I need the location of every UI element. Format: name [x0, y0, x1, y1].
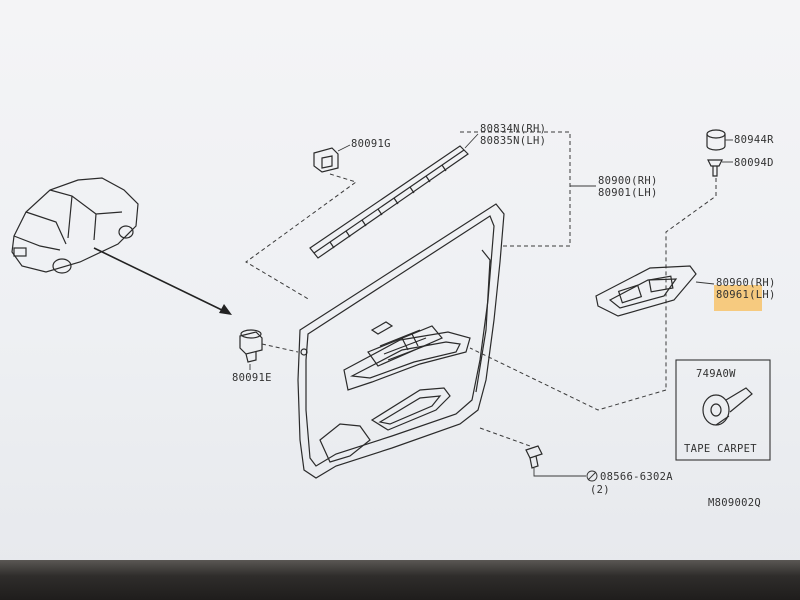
part-label-80834n: 80834N(RH) — [480, 123, 546, 135]
part-label-80961: 80961(LH) — [716, 289, 776, 301]
cap-80944r-icon — [706, 129, 726, 151]
clip-80094d-icon — [707, 159, 723, 177]
pointer-arrow-icon — [93, 247, 232, 315]
parts-diagram: 80091G 80834N(RH) 80835N(LH) 80944R 8009… — [11, 123, 776, 509]
drawing-code: M809002Q — [708, 497, 761, 509]
tape-carpet-inset — [675, 359, 771, 461]
monitor-bezel — [0, 560, 800, 600]
inset-caption: TAPE CARPET — [684, 443, 757, 455]
highlight-marker — [714, 285, 762, 311]
tape-roll-icon — [702, 387, 753, 426]
part-label-80094d: 80094D — [734, 157, 774, 169]
screw-icon — [525, 445, 543, 469]
door-trim-panel-icon — [297, 203, 505, 479]
inset-part-number: 749A0W — [696, 368, 736, 380]
replace-symbol-icon — [586, 470, 598, 482]
clip-80091e-icon — [239, 329, 263, 363]
part-label-80835n: 80835N(LH) — [480, 135, 546, 147]
vehicle-sketch-icon — [11, 177, 139, 274]
part-label-08566-6302a: 08566-6302A — [600, 471, 673, 483]
switch-finisher-icon — [595, 265, 697, 317]
part-label-80091e: 80091E — [232, 372, 272, 384]
part-label-80091g: 80091G — [351, 138, 391, 150]
part-label-80960: 80960(RH) — [716, 277, 776, 289]
part-quantity: (2) — [590, 484, 610, 496]
clip-80091g-icon — [313, 147, 339, 173]
belt-molding-icon — [309, 145, 469, 259]
part-label-80944r: 80944R — [734, 134, 774, 146]
part-label-80900: 80900(RH) — [598, 175, 658, 187]
part-label-80901: 80901(LH) — [598, 187, 658, 199]
